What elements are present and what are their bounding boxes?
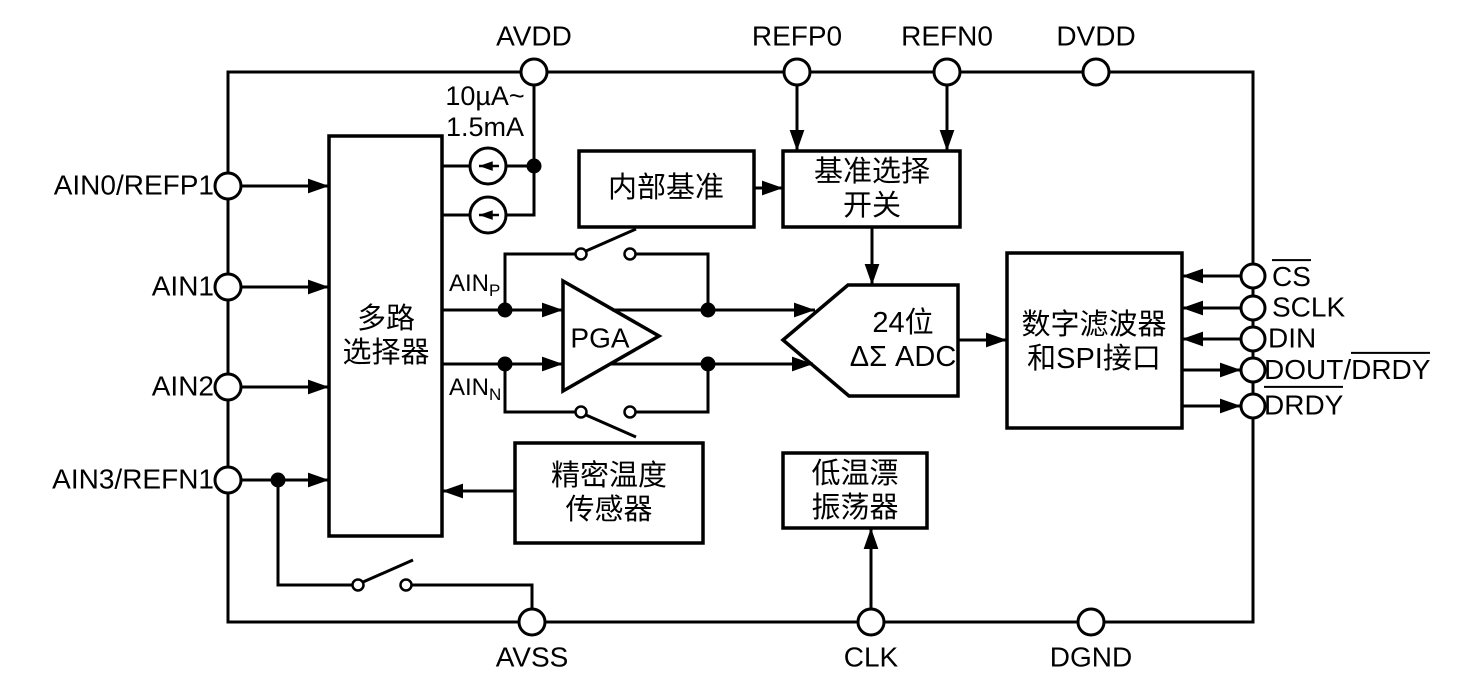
current-range-line1: 10µA~ bbox=[445, 81, 525, 111]
ref-switch-label-line2: 开关 bbox=[842, 190, 902, 222]
temp-sensor-label: 精密温度 传感器 bbox=[551, 459, 667, 527]
pga-label: PGA bbox=[570, 322, 630, 354]
junction-ainn-out bbox=[700, 356, 716, 372]
oscillator-label-line1: 低温漂 bbox=[811, 458, 899, 490]
bypass-n-contact-left bbox=[574, 405, 588, 419]
junction-ain3 bbox=[270, 472, 286, 488]
junction-ainp-out bbox=[700, 302, 716, 318]
ainn-base: AIN bbox=[449, 374, 490, 402]
current-sources bbox=[468, 146, 508, 235]
pin-label-ain3-refn1: AIN3/REFN1 bbox=[52, 463, 214, 495]
pin-dgnd bbox=[1076, 607, 1106, 637]
pin-sclk bbox=[1239, 294, 1267, 322]
pin-din bbox=[1239, 325, 1267, 353]
avdd-wire bbox=[506, 72, 536, 217]
pin-label-refn0: REFN0 bbox=[901, 20, 993, 52]
bypass-p-switch-lever bbox=[585, 227, 637, 253]
function-blocks bbox=[327, 134, 1184, 545]
pin-drdy bbox=[1239, 392, 1267, 420]
pin-circles bbox=[213, 57, 1267, 637]
bypass-n-contact-right bbox=[623, 405, 637, 419]
internal-ref-block bbox=[577, 149, 756, 229]
digital-filter-label-line1: 数字滤波器 bbox=[1021, 309, 1167, 341]
junction-avdd bbox=[526, 158, 542, 174]
adc-label-line2: ΔΣ ADC bbox=[849, 341, 957, 373]
junction-ainn-in bbox=[497, 356, 513, 372]
pin-cs bbox=[1239, 262, 1267, 290]
current-range-label: 10µA~ 1.5mA bbox=[445, 81, 524, 143]
ainp-base: AIN bbox=[449, 270, 490, 298]
pin-refn0 bbox=[932, 57, 962, 87]
current-range-line2: 1.5mA bbox=[445, 112, 525, 142]
ainp-sub: P bbox=[489, 281, 501, 301]
ainn-sub: N bbox=[489, 385, 502, 405]
mux-label: 多路 选择器 bbox=[342, 302, 429, 370]
pin-dout-drdy bbox=[1239, 356, 1267, 384]
oscillator-label-line2: 振荡器 bbox=[811, 492, 899, 524]
pin-ain2 bbox=[213, 372, 243, 402]
avss-switch-wire-left bbox=[276, 480, 352, 587]
bypass-p-contact-right bbox=[623, 247, 637, 261]
current-source-feeds bbox=[442, 164, 470, 217]
internal-ref-label: 内部基准 bbox=[607, 172, 725, 205]
pin-label-dvdd: DVDD bbox=[1056, 20, 1136, 52]
pin-label-avss: AVSS bbox=[495, 641, 569, 673]
digital-filter-label-line2: 和SPI接口 bbox=[1027, 343, 1161, 375]
pin-label-din: DIN bbox=[1268, 322, 1317, 354]
pin-ain0 bbox=[213, 171, 243, 201]
pin-clk bbox=[856, 607, 886, 637]
pin-label-ain2: AIN2 bbox=[151, 370, 214, 402]
mux-label-line1: 多路 bbox=[356, 303, 416, 335]
digital-filter-label: 数字滤波器 和SPI接口 bbox=[1021, 308, 1166, 376]
ainn-label: AINN bbox=[449, 374, 502, 405]
pin-ain1 bbox=[213, 272, 243, 302]
pin-label-avdd: AVDD bbox=[496, 20, 572, 52]
cs-overline-text: CS bbox=[1272, 259, 1311, 293]
temp-sensor-label-line1: 精密温度 bbox=[550, 460, 668, 492]
pin-label-cs: CS bbox=[1272, 259, 1311, 293]
oscillator-label: 低温漂 振荡器 bbox=[811, 457, 898, 525]
dout-drdy-slash: / bbox=[1343, 353, 1352, 385]
bypass-n-wire-right bbox=[636, 364, 710, 414]
pin-label-dgnd: DGND bbox=[1049, 641, 1133, 673]
pin-avss bbox=[517, 607, 547, 637]
temp-sensor-label-line2: 传感器 bbox=[565, 494, 653, 526]
switch-contacts bbox=[351, 247, 637, 592]
pin-refp0 bbox=[782, 57, 812, 87]
dout-underline-text: DOUT bbox=[1264, 354, 1344, 389]
oscillator-block bbox=[781, 451, 929, 530]
adc-label: 24位 ΔΣ ADC bbox=[850, 306, 957, 374]
pin-dvdd bbox=[1081, 57, 1111, 87]
pin-label-clk: CLK bbox=[843, 641, 899, 673]
bypass-p-contact-left bbox=[574, 247, 588, 261]
pin-ain3 bbox=[213, 465, 243, 495]
bypass-p-wire-left bbox=[503, 252, 575, 310]
pin-label-ain0-refp1: AIN0/REFP1 bbox=[53, 169, 214, 201]
pin-avdd bbox=[519, 57, 549, 87]
junction-ainp-in bbox=[497, 302, 513, 318]
bypass-p-wire-right bbox=[636, 252, 710, 310]
avss-switch-contact-left bbox=[351, 578, 365, 592]
bypass-n-switch-lever bbox=[585, 413, 637, 439]
pin-label-refp0: REFP0 bbox=[751, 20, 843, 52]
pin-label-dout-drdy: DOUT/DRDY bbox=[1264, 351, 1431, 389]
bypass-n-wire-left bbox=[503, 364, 575, 414]
avss-switch-wire-right bbox=[412, 583, 534, 622]
ref-switch-label: 基准选择 开关 bbox=[814, 155, 930, 223]
temp-sensor-block bbox=[513, 441, 705, 545]
ainp-label: AINP bbox=[449, 270, 501, 301]
drdy-shared-overline-text: DRDY bbox=[1351, 351, 1431, 385]
mux-label-line2: 选择器 bbox=[342, 337, 430, 369]
adc-label-line1: 24位 bbox=[872, 307, 934, 339]
pin-label-sclk: SCLK bbox=[1272, 291, 1346, 323]
ref-switch-block bbox=[781, 149, 962, 229]
pin-label-drdy: DRDY bbox=[1264, 389, 1344, 421]
avss-switch-lever bbox=[362, 558, 414, 584]
pin-label-ain1: AIN1 bbox=[151, 270, 214, 302]
junction-dots bbox=[270, 158, 716, 488]
avss-switch-contact-right bbox=[399, 578, 413, 592]
ref-switch-label-line1: 基准选择 bbox=[813, 156, 931, 188]
mux-block bbox=[327, 134, 444, 538]
